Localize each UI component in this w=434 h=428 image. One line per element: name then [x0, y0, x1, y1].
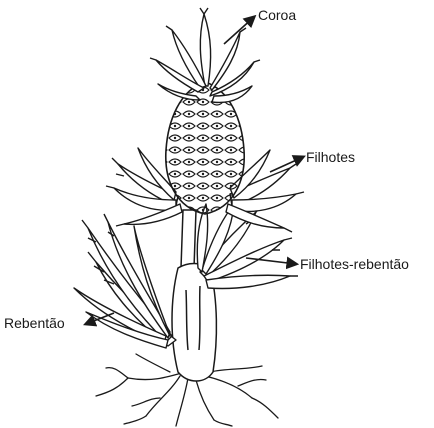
label-slips: Filhotes — [306, 149, 355, 165]
label-suckers: Rebentão — [4, 315, 65, 331]
sucker-leaves — [74, 214, 176, 348]
fruit — [166, 82, 244, 214]
stem — [172, 210, 216, 381]
label-crown: Coroa — [258, 7, 296, 23]
label-hapas: Filhotes-rebentão — [300, 256, 409, 272]
